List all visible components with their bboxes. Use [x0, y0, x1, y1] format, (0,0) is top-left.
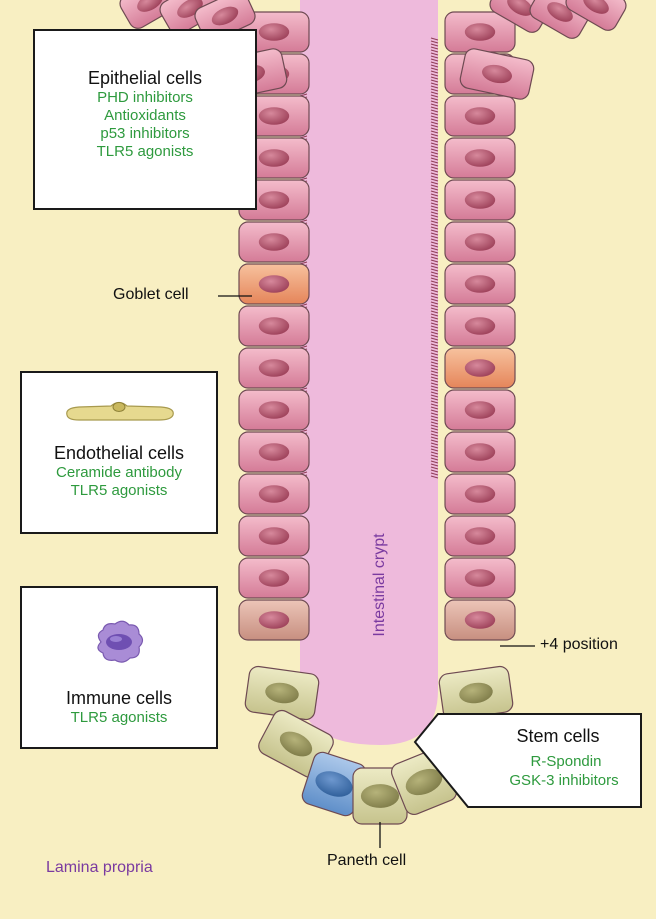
stem-cells-item-1: GSK-3 inhibitors	[509, 772, 618, 789]
epithelial-cell	[239, 558, 309, 598]
endothelial-cells-box: Endothelial cells Ceramide antibody TLR5…	[20, 371, 218, 534]
immune-cells-title: Immune cells	[22, 687, 216, 709]
cell-nucleus	[361, 784, 399, 808]
epithelial-cells-box: Epithelial cells PHD inhibitors Antioxid…	[33, 29, 257, 210]
stem-cells-title: Stem cells	[516, 726, 599, 746]
cell-nucleus	[465, 359, 495, 377]
epithelial-cell	[239, 348, 309, 388]
cell-nucleus	[259, 443, 289, 461]
epithelial-cell	[239, 516, 309, 556]
cell-nucleus	[465, 233, 495, 251]
stem-cells-item-0: R-Spondin	[531, 753, 602, 770]
epithelial-cell	[445, 180, 515, 220]
cell-nucleus	[465, 527, 495, 545]
epithelial-cell	[445, 222, 515, 262]
epithelial-cell	[445, 96, 515, 136]
goblet-cell	[445, 348, 515, 388]
epithelial-cell	[445, 516, 515, 556]
epithelial-cell	[445, 432, 515, 472]
plus4-position-label: +4 position	[540, 636, 618, 654]
endothelial-item-1: TLR5 agonists	[22, 482, 216, 500]
cell-nucleus	[465, 401, 495, 419]
intestinal-crypt-label: Intestinal crypt	[371, 533, 388, 637]
paneth-cell	[438, 665, 514, 720]
epithelial-item-0: PHD inhibitors	[35, 89, 255, 107]
cell-nucleus	[259, 485, 289, 503]
cell-nucleus	[259, 317, 289, 335]
epithelial-cell	[445, 390, 515, 430]
cell-nucleus	[259, 191, 289, 209]
lamina-propria-label: Lamina propria	[46, 859, 153, 877]
endothelial-cell-icon	[59, 395, 179, 427]
epithelial-cell	[445, 558, 515, 598]
goblet-cell-label: Goblet cell	[113, 286, 189, 304]
cell-nucleus	[259, 107, 289, 125]
immune-item-0: TLR5 agonists	[22, 709, 216, 727]
cell-nucleus	[465, 149, 495, 167]
epithelial-cell	[239, 390, 309, 430]
cell-nucleus	[259, 401, 289, 419]
endothelial-item-0: Ceramide antibody	[22, 464, 216, 482]
plus4-cell	[239, 600, 309, 640]
cell-nucleus	[259, 275, 289, 293]
cell-nucleus	[259, 611, 289, 629]
cell-nucleus	[259, 149, 289, 167]
cell-nucleus	[259, 569, 289, 587]
crypt-lumen	[300, 0, 438, 745]
epithelial-cells-title: Epithelial cells	[35, 67, 255, 89]
epithelial-cell	[239, 306, 309, 346]
immune-cells-box: Immune cells TLR5 agonists	[20, 586, 218, 749]
plus4-cell	[445, 600, 515, 640]
epithelial-cell	[445, 138, 515, 178]
cell-nucleus	[465, 443, 495, 461]
epithelial-item-2: p53 inhibitors	[35, 125, 255, 143]
epithelial-cell	[445, 264, 515, 304]
paneth-cell-label: Paneth cell	[327, 852, 406, 870]
cell-nucleus	[465, 317, 495, 335]
epithelial-cell	[445, 306, 515, 346]
epithelial-cell	[239, 474, 309, 514]
cell-nucleus	[465, 611, 495, 629]
cell-nucleus	[465, 107, 495, 125]
cell-nucleus	[465, 23, 495, 41]
cell-nucleus	[259, 23, 289, 41]
epithelial-cell	[239, 222, 309, 262]
cell-nucleus	[259, 359, 289, 377]
epithelial-cell	[239, 432, 309, 472]
epithelial-item-1: Antioxidants	[35, 107, 255, 125]
cell-nucleus	[259, 233, 289, 251]
immune-cell-icon	[89, 616, 149, 668]
epithelial-cell	[445, 474, 515, 514]
cell-nucleus	[465, 191, 495, 209]
cell-nucleus	[465, 485, 495, 503]
cell-nucleus	[465, 275, 495, 293]
cell-nucleus	[465, 569, 495, 587]
goblet-cell	[239, 264, 309, 304]
endothelial-cells-title: Endothelial cells	[22, 442, 216, 464]
cell-nucleus	[259, 527, 289, 545]
epithelial-item-3: TLR5 agonists	[35, 143, 255, 161]
